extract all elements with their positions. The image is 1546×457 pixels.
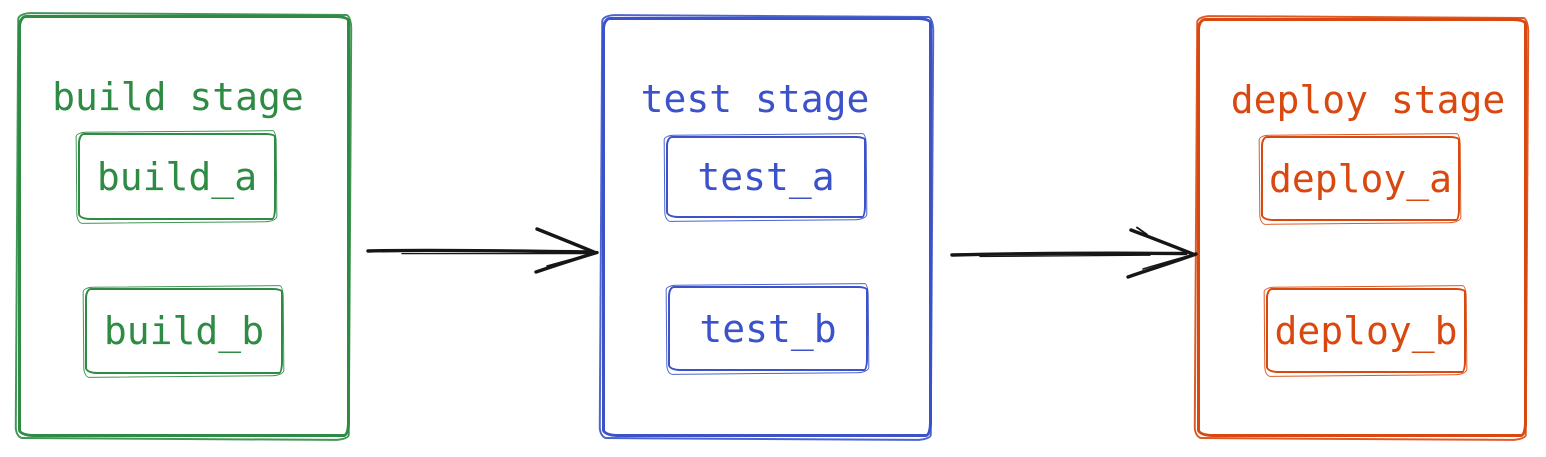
job-deploy-b: deploy_b [1266,288,1466,373]
stage-deploy: deploy stage deploy_a deploy_b [1197,18,1527,437]
arrow-build-to-test [366,227,599,274]
job-build-b: build_b [85,288,283,374]
arrow-test-to-deploy [950,226,1198,279]
stage-deploy-title: deploy stage [1230,78,1506,122]
arrowhead-lower-stroke [1126,252,1198,279]
job-deploy-b-label: deploy_b [1274,308,1458,353]
job-test-b-label: test_b [699,306,837,351]
stage-build-title: build stage [52,75,304,119]
arrowhead-upper-stroke [1129,228,1196,257]
arrow-shaft [950,251,1188,257]
job-build-a: build_a [78,133,276,220]
arrowhead-lower-sketch-stroke [546,252,594,267]
arrowhead-upper-fork-stroke [1136,226,1148,236]
stage-test-title: test stage [640,77,870,121]
job-deploy-a: deploy_a [1261,136,1460,221]
job-build-b-label: build_b [103,309,265,353]
job-deploy-a-label: deploy_a [1268,156,1453,201]
arrowhead-upper-stroke [535,227,597,255]
job-test-a: test_a [666,136,866,218]
stage-test: test stage test_a test_b [602,17,932,437]
arrowhead-lower-stroke [534,250,599,274]
job-test-a-label: test_a [697,155,835,199]
stage-build: build stage build_a build_b [18,15,350,437]
arrow-shaft-sketch-stroke [979,254,1151,258]
arrowhead-lower-sketch-stroke [1142,254,1193,270]
arrow-shaft [366,248,594,254]
job-build-a-label: build_a [96,154,258,199]
job-test-b: test_b [668,286,868,371]
